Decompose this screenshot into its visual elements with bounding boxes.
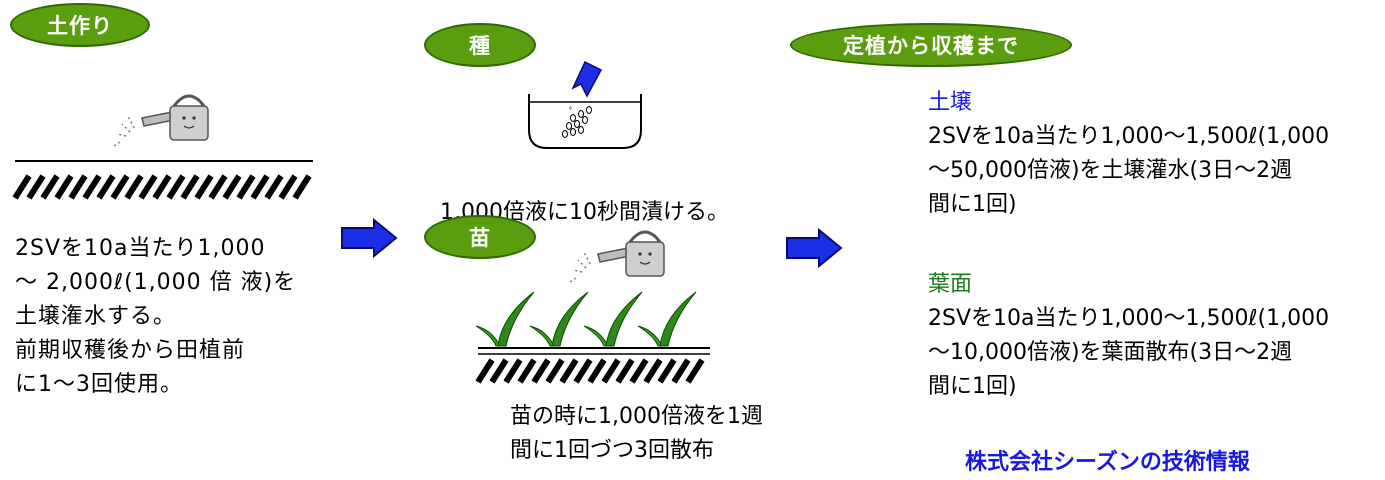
badge-seedling-label: 苗 [469,226,491,250]
hatch-stroke [68,174,88,200]
seedling-leaf [497,291,535,347]
seedling-leaf [605,291,643,347]
hatch-stroke [26,174,46,200]
hatch-stroke [152,174,172,200]
tech-info-link[interactable]: 株式会社シーズンの技術情報 [965,450,1250,475]
hatch-stroke [194,174,214,200]
seedling-leaf [475,325,501,347]
step1-line: に1～3回使用。 [15,372,183,397]
seedling-leaf [637,325,663,347]
leaf-description: 2SVを10a当たり1,000～1,500ℓ(1,000 ～10,000倍液)を… [928,302,1329,404]
hatch-stroke [475,358,495,384]
hatch-stroke [587,358,607,384]
svg-text:ﾟ: ﾟ [569,106,575,119]
hatch-stroke [82,174,102,200]
badge-soil-prep-label: 土作り [47,14,113,38]
soil-description: 2SVを10a当たり1,000～1,500ℓ(1,000 ～50,000倍液)を… [928,120,1329,222]
ground-hatch [12,160,313,200]
badge-seedling: 苗 [424,215,536,259]
badge-seed: 種 [424,23,536,67]
soil-line: 2SVを10a当たり1,000～1,500ℓ(1,000 [928,124,1330,149]
step1-line: 土壌潅水する。 [15,304,177,329]
step3-description: 苗の時に1,000倍液を1週 間に1回づつ3回散布 [510,400,763,468]
badge-planting-to-harvest: 定植から収穫まで [790,23,1072,67]
seed-soak-bowl-icon: ﾟ [528,60,642,149]
hatch-stroke [96,174,116,200]
step3-line: 苗の時に1,000倍液を1週 [510,404,763,429]
hatch-stroke [40,174,60,200]
hatch-stroke [236,174,256,200]
hatch-stroke [685,358,705,384]
hatch-stroke [264,174,284,200]
step1-line: 前期収穫後から田植前 [15,338,246,363]
watering-can-icon [569,230,665,283]
hatch-stroke [180,174,200,200]
seedling-leaf [529,325,555,347]
step1-line: 2SVを10a当たり1,000 [15,236,266,261]
hatch-stroke [531,358,551,384]
hatch-stroke [559,358,579,384]
soil-line: ～50,000倍液)を土壌灌水(3日～2週 [928,158,1293,183]
right-arrow-icon [341,217,398,259]
hatch-stroke [12,174,32,200]
hatch-stroke [278,174,298,200]
badge-soil-prep: 土作り [10,3,150,47]
leaf-line: ～10,000倍液)を葉面散布(3日～2週 [928,340,1293,365]
leaf-line: 間に1回) [928,374,1017,399]
hatch-stroke [601,358,621,384]
badge-seed-label: 種 [469,34,491,58]
hatch-stroke [545,358,565,384]
right-arrow-icon [786,227,843,269]
hatch-stroke [489,358,509,384]
seedlings-icon [475,291,710,384]
hatch-stroke [615,358,635,384]
step3-line: 間に1回づつ3回散布 [510,438,714,463]
hatch-stroke [503,358,523,384]
watering-can-icon [113,94,209,147]
hatch-stroke [166,174,186,200]
soil-heading: 土壌 [928,90,973,115]
leaf-heading: 葉面 [928,272,973,297]
badge-planting-to-harvest-label: 定植から収穫まで [843,34,1019,58]
hatch-stroke [250,174,270,200]
hatch-stroke [517,358,537,384]
hatch-stroke [110,174,130,200]
hatch-stroke [208,174,228,200]
soil-line: 間に1回) [928,192,1017,217]
hatch-stroke [138,174,158,200]
hatch-stroke [643,358,663,384]
step1-line: ～ 2,000ℓ(1,000 倍 液)を [15,270,297,295]
leaf-line: 2SVを10a当たり1,000～1,500ℓ(1,000 [928,306,1330,331]
hatch-stroke [657,358,677,384]
hatch-stroke [124,174,144,200]
seedling-leaf [583,325,609,347]
hatch-stroke [629,358,649,384]
hatch-stroke [292,174,312,200]
seedling-leaf [551,291,589,347]
hatch-stroke [54,174,74,200]
seedling-leaf [659,291,697,347]
hatch-stroke [671,358,691,384]
hatch-stroke [222,174,242,200]
step1-description: 2SVを10a当たり1,000 ～ 2,000ℓ(1,000 倍 液)を 土壌潅… [15,232,315,402]
hatch-stroke [573,358,593,384]
